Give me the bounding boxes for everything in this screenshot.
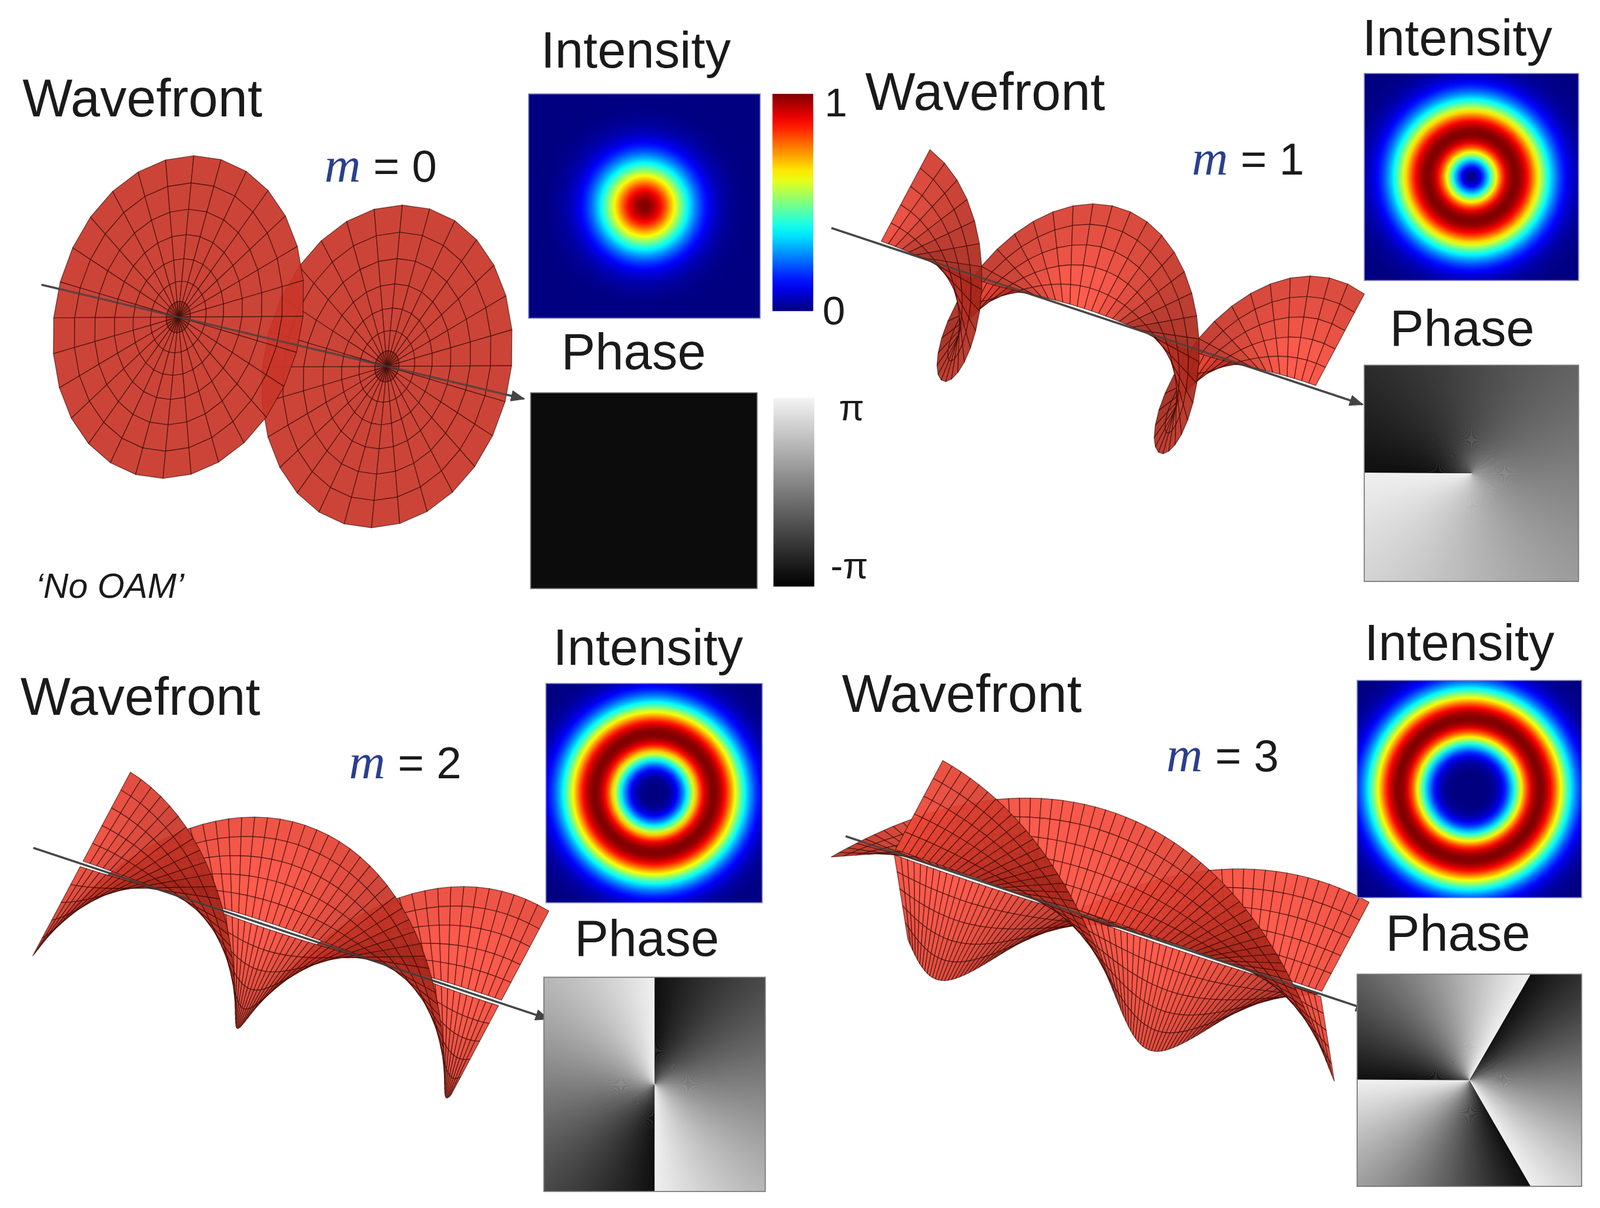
figure-stage: Wavefrontm = 0Intensity10Phaseπ-π‘No OAM… bbox=[0, 0, 1600, 1208]
